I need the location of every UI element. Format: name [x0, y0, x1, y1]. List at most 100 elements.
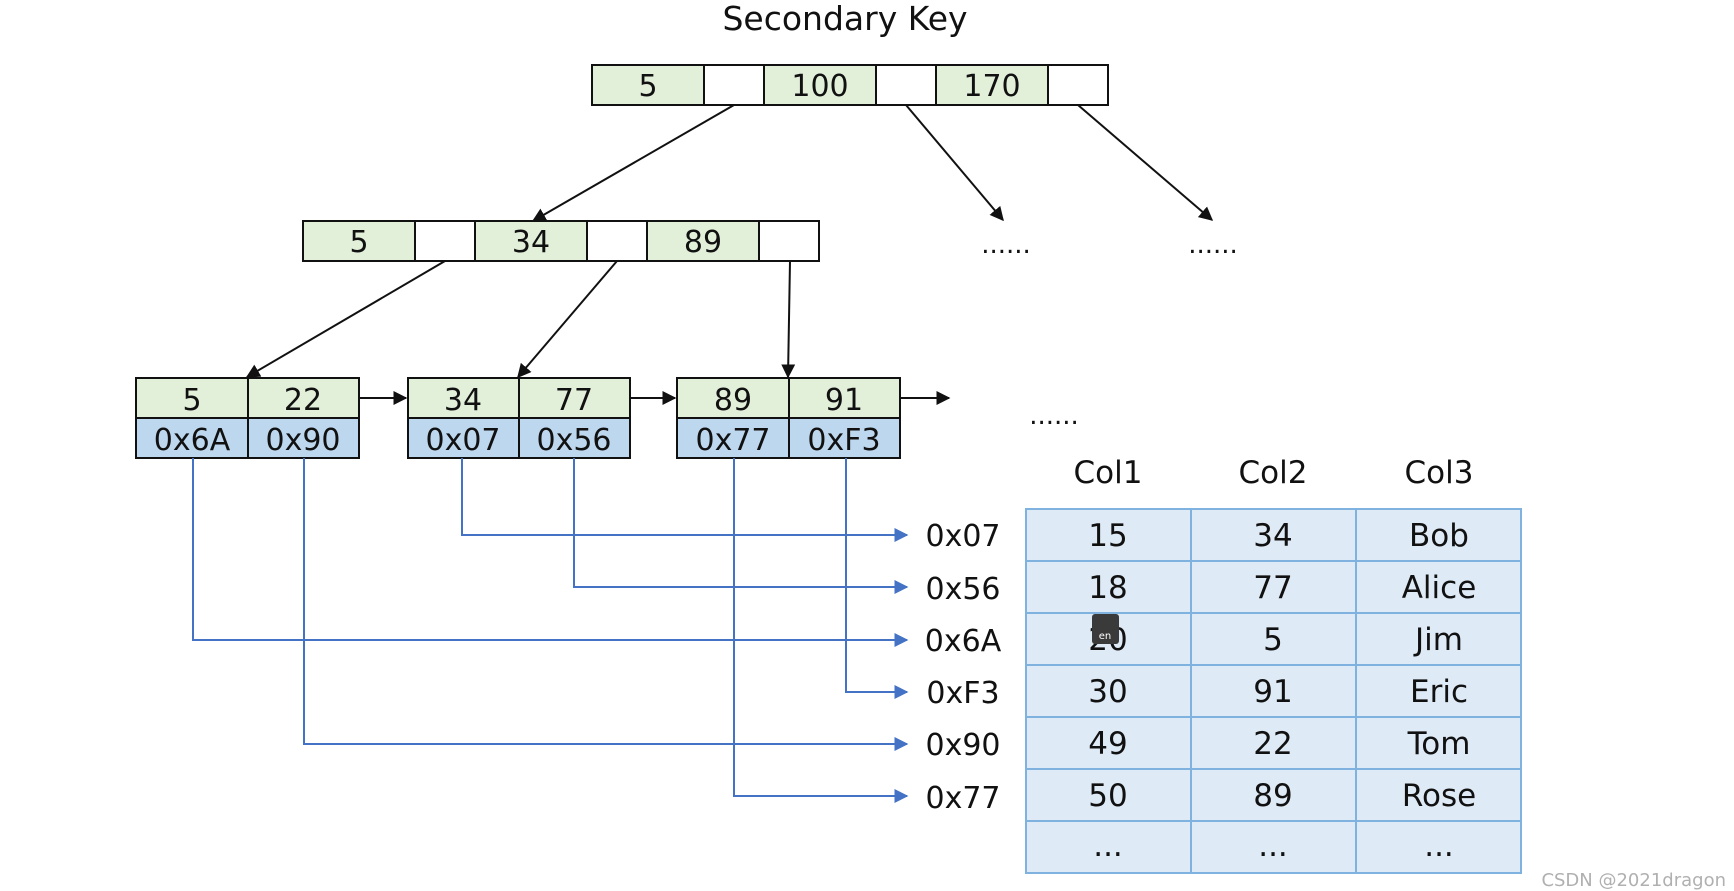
root-pointer-cell [703, 64, 765, 106]
table-cell-text: 22 [1253, 726, 1292, 762]
leaf-key: 89 [714, 383, 752, 418]
column-header: Col1 [1074, 455, 1143, 491]
table-cell [1025, 716, 1192, 770]
table-cell [1355, 508, 1522, 562]
table-cell [1355, 716, 1522, 770]
leaf-address-cell [518, 417, 631, 459]
internal-pointer-cell [414, 220, 476, 262]
table-cell-text: 91 [1253, 674, 1292, 710]
table-cell [1025, 820, 1192, 874]
table-row: 50 89 Rose [1025, 768, 1522, 822]
table-row: 15 34 Bob [1025, 508, 1522, 562]
internal-pointer-cell [586, 220, 648, 262]
row-address: 0x56 [925, 572, 1000, 607]
leaf-node: 5 22 0x6A 0x90 [135, 377, 360, 459]
table-cell [1355, 768, 1522, 822]
table-cell-text: 77 [1253, 570, 1292, 606]
table-cell-text: 30 [1088, 674, 1127, 710]
root-to-internal-arrow [531, 104, 735, 222]
internal-key: 34 [512, 225, 550, 260]
internal-pointer-cell [758, 220, 820, 262]
ime-indicator-chip[interactable] [1092, 614, 1119, 644]
leaf-key: 34 [444, 383, 482, 418]
table-cell-text: ... [1093, 828, 1123, 864]
leaf-address: 0xF3 [807, 423, 880, 458]
root-node: 5 100 170 [591, 64, 1109, 106]
leaf-key: 5 [182, 383, 201, 418]
table-cell-text: Rose [1402, 778, 1476, 814]
diagram-title: Secondary Key [722, 0, 967, 38]
table-row: 20 5 Jim [1025, 612, 1522, 666]
subtree-ellipsis: ...... [981, 230, 1031, 260]
root-pointer-cell [1047, 64, 1109, 106]
table-cell [1025, 508, 1192, 562]
root-pointer-cell [875, 64, 937, 106]
table-cell [1190, 820, 1357, 874]
leaf-address-cell [247, 417, 360, 459]
row-address-labels: 0x07 0x56 0x6A 0xF3 0x90 0x77 [925, 519, 1002, 816]
table-row: 18 77 Alice [1025, 560, 1522, 614]
leaf-address-cell [676, 417, 790, 459]
root-to-subtree-arrow [905, 104, 1004, 222]
row-address: 0x6A [925, 624, 1002, 659]
table-cell-text: 49 [1088, 726, 1127, 762]
leaf-address-cell [407, 417, 520, 459]
leaf-key: 77 [555, 383, 593, 418]
row-address: 0x77 [925, 781, 1000, 816]
data-table: Col1 Col2 Col3 15 34 Bob 18 77 Alice [1025, 455, 1522, 874]
leaf-key: 22 [284, 383, 322, 418]
subtree-ellipsis: ...... [1188, 230, 1238, 260]
table-cell [1355, 820, 1522, 874]
tree-arrows [245, 104, 1214, 379]
table-row: ... ... ... [1025, 820, 1522, 874]
leaf-address: 0x56 [536, 423, 611, 458]
root-key-cell [935, 64, 1049, 106]
table-cell-text: Jim [1413, 622, 1463, 658]
table-cell-text: 34 [1253, 518, 1292, 554]
leaf-address-cell [788, 417, 901, 459]
internal-to-leaf-arrow [245, 260, 446, 378]
table-cell-text: Alice [1402, 570, 1477, 606]
root-key-cell [591, 64, 705, 106]
table-cell [1190, 612, 1357, 666]
table-cell-text: ... [1424, 828, 1454, 864]
internal-node: 5 34 89 [302, 220, 820, 262]
table-cell-text: 89 [1253, 778, 1292, 814]
table-cell [1355, 612, 1522, 666]
internal-key: 89 [684, 225, 722, 260]
row-pointer-arrow [192, 458, 909, 647]
row-pointer-arrow [461, 458, 909, 542]
table-row: 49 22 Tom [1025, 716, 1522, 770]
table-cell [1025, 560, 1192, 614]
leaf-node: 89 91 0x77 0xF3 [676, 377, 901, 459]
root-to-subtree-arrow [1077, 104, 1214, 221]
internal-to-leaf-arrow [517, 260, 618, 379]
row-address: 0xF3 [926, 676, 999, 711]
table-cell-text: ... [1258, 828, 1288, 864]
table-cell-text: Eric [1410, 674, 1468, 710]
root-key: 5 [638, 69, 657, 104]
leaf-ellipsis: ...... [1029, 401, 1079, 431]
table-cell-text: 18 [1088, 570, 1127, 606]
column-header: Col3 [1405, 455, 1474, 491]
row-address: 0x90 [925, 728, 1000, 763]
row-pointer-arrows [192, 458, 909, 803]
table-cell-text: Tom [1407, 726, 1471, 762]
ime-indicator-icon[interactable]: en [1092, 614, 1119, 644]
column-header: Col2 [1239, 455, 1308, 491]
leaf-address: 0x6A [154, 423, 231, 458]
row-pointer-arrow [303, 458, 909, 751]
watermark: CSDN @2021dragon [1541, 870, 1726, 891]
row-pointer-arrow [573, 458, 909, 594]
table-row: 30 91 Eric [1025, 664, 1522, 718]
root-key: 100 [791, 69, 848, 104]
internal-key-cell [474, 220, 588, 262]
row-pointer-arrow [733, 458, 909, 803]
leaf-node: 34 77 0x07 0x56 [407, 377, 631, 459]
internal-to-leaf-arrow [781, 260, 796, 379]
table-cell-text: 5 [1263, 622, 1283, 658]
table-cell-text: 50 [1088, 778, 1127, 814]
leaf-key-cell [247, 377, 360, 419]
